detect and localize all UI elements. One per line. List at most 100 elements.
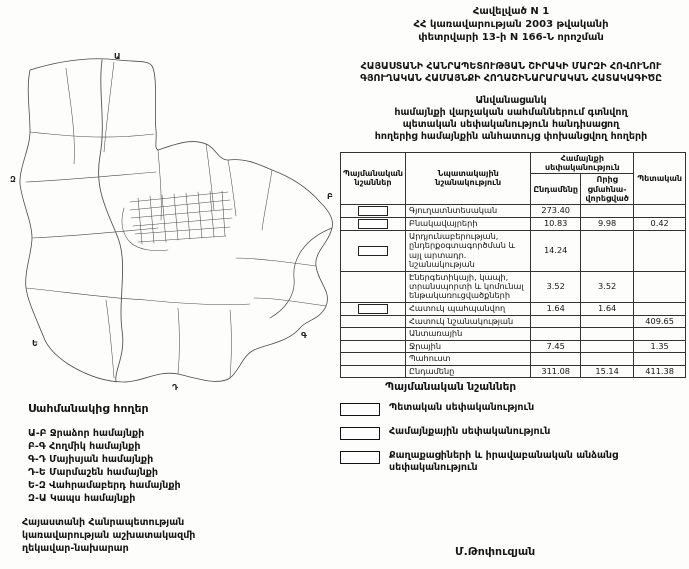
appendix-number: Հավելված N 1 [472, 6, 550, 17]
table-row: Ջրային 7.45 1.35 [340, 339, 686, 354]
subtitle-line: պետական սեփականություն հանդիսացող [402, 119, 620, 130]
ofwhich-cell [579, 314, 635, 329]
ofwhich-cell [579, 352, 635, 366]
adjacent-item: Ե-Զ Վահրամաբերդ համայնքի [28, 480, 181, 491]
table-row: Գյուղատնտեսական 273.40 [340, 203, 686, 218]
state-cell: 411.38 [633, 364, 686, 379]
total-cell: 311.08 [530, 364, 581, 379]
sign-swatch [358, 303, 388, 314]
map-letter: Բ [327, 192, 333, 201]
total-cell [530, 352, 581, 366]
map-letter: Գ [301, 331, 307, 340]
legend-label: Համայնքային սեփականություն [389, 426, 551, 437]
state-cell [633, 270, 686, 303]
sign-swatch [358, 218, 388, 229]
adjacent-item: Գ-Դ Մայիսյան համայնքի [28, 454, 154, 465]
private-property-swatch [340, 451, 380, 464]
signatory-line: ղեկավար-նախարար [22, 543, 129, 554]
ofwhich-cell [579, 327, 635, 341]
decree-line: ՀՀ կառավարության 2003 թվականի [413, 19, 609, 30]
legend: Պայմանական նշաններ Պետական սեփականությու… [340, 381, 686, 483]
category-cell: Պահուստ [404, 352, 532, 366]
adjacent-item: Բ-Գ Հողմիկ համայնքի [28, 441, 141, 452]
col-purpose: Նպատակային նշանակություն [404, 152, 532, 205]
total-cell: 14.24 [530, 229, 581, 272]
state-cell [633, 203, 686, 218]
total-cell: 273.40 [530, 203, 581, 218]
sign-swatch [358, 245, 388, 256]
map-letter: Զ [10, 175, 16, 184]
signatory-line: կառավարության աշխատակազմի [22, 530, 196, 541]
signatory-title: Հայաստանի Հանրապետության կառավարության ա… [22, 516, 322, 555]
state-cell [633, 301, 686, 316]
map-parcel-lines [25, 61, 327, 379]
state-cell: 0.42 [633, 216, 686, 231]
category-cell: Ջրային [404, 339, 532, 354]
ofwhich-cell: 9.98 [579, 216, 635, 231]
adjacent-item: Դ-Ե Մարմաշեն համայնքի [28, 467, 159, 478]
category-cell: Հատուկ նշանակության [404, 314, 532, 329]
adjacent-item: Զ-Ա Կապս համայնքի [28, 493, 136, 504]
total-cell: 10.83 [530, 216, 581, 231]
category-cell: Էներգետիկայի, կապի, տրանսպորտի և կոմունա… [404, 270, 532, 303]
decree-line: փետրվարի 13-ի N 166-Ն որոշման [418, 32, 604, 43]
decree-reference: Հավելված N 1 ՀՀ կառավարության 2003 թվակա… [336, 5, 686, 44]
category-cell: Ընդամենը [404, 364, 532, 379]
village-grid [121, 190, 233, 251]
map-letter: Ա [114, 52, 121, 61]
col-ofwhich: Որից ցմահնա-վորեցված [579, 173, 635, 205]
col-sign: Պայմանական նշաններ [340, 152, 406, 205]
legend-label: Քաղաքացիների և իրավաբանական անձանց սեփակ… [389, 450, 619, 473]
total-cell: 7.45 [530, 339, 581, 354]
state-cell: 409.65 [633, 314, 686, 329]
category-cell: Արդյունաբերության, ընդերքօգտագործման և ա… [404, 229, 532, 272]
community-property-swatch [340, 427, 380, 440]
subtitle-line: հողերից համայնքին անհատույց փոխանցվող հո… [374, 131, 648, 142]
list-subtitle: Անվանացանկ համայնքի վարչական սահմաններու… [336, 95, 686, 143]
legend-item: Պետական սեփականություն [340, 402, 686, 416]
table-row: Բնակավայրերի 10.83 9.98 0.42 [340, 216, 686, 231]
land-table-wrap: Պայմանական նշաններ Նպատակային նշանակությ… [340, 151, 686, 379]
adjacent-heading: Սահմանակից հողեր [28, 402, 149, 415]
table-row: Արդյունաբերության, ընդերքօգտագործման և ա… [340, 229, 686, 272]
table-row: Հատուկ նշանակության 409.65 [340, 314, 686, 329]
total-cell [530, 327, 581, 341]
table-row: Պահուստ [340, 352, 686, 366]
legend-label: Պետական սեփականություն [389, 402, 535, 413]
total-cell: 3.52 [530, 270, 581, 303]
signature-name: Մ.Թոփուզյան [455, 545, 536, 558]
state-cell: 1.35 [633, 339, 686, 354]
category-cell: Բնակավայրերի [404, 216, 532, 231]
legend-item: Քաղաքացիների և իրավաբանական անձանց սեփակ… [340, 450, 686, 473]
map-road [98, 59, 124, 383]
col-state: Պետական [633, 152, 686, 205]
map-stream [269, 227, 333, 319]
adjacent-item: Ա-Բ Ջրաձոր համայնքի [28, 428, 145, 439]
category-cell: Հատուկ պահպանվող [404, 301, 532, 316]
ofwhich-cell: 3.52 [579, 270, 635, 303]
table-row-total: Ընդամենը 311.08 15.14 411.38 [340, 364, 686, 379]
total-cell [530, 314, 581, 329]
state-cell [633, 229, 686, 272]
ofwhich-cell: 1.64 [579, 301, 635, 316]
adjacent-lands: Սահմանակից հողեր Ա-Բ Ջրաձոր համայնքի Բ-Գ… [28, 402, 318, 505]
table-row: Անտառային [340, 327, 686, 341]
sign-swatch [358, 205, 388, 216]
category-cell: Գյուղատնտեսական [404, 203, 532, 218]
community-map: Ա Բ Գ Դ Ե Զ [10, 52, 333, 392]
subtitle-line: համայնքի վարչական սահմաններում գտնվող [394, 107, 628, 118]
document-title: ՀԱՅԱՍՏԱՆԻ ՀԱՆՐԱՊԵՏՈՒԹՅԱՆ ՇԻՐԱԿԻ ՄԱՐԶԻ ՀՈ… [336, 61, 686, 85]
map-letter: Ե [32, 339, 38, 348]
legend-item: Համայնքային սեփականություն [340, 426, 686, 440]
map-boundary [19, 58, 333, 383]
signatory-line: Հայաստանի Հանրապետության [22, 517, 185, 528]
state-cell [633, 352, 686, 366]
subtitle-line: Անվանացանկ [475, 95, 547, 106]
map-letter: Դ [172, 383, 178, 392]
ofwhich-cell [579, 229, 635, 272]
ofwhich-cell [579, 339, 635, 354]
state-property-swatch [340, 403, 380, 416]
state-cell [633, 327, 686, 341]
total-cell: 1.64 [530, 301, 581, 316]
